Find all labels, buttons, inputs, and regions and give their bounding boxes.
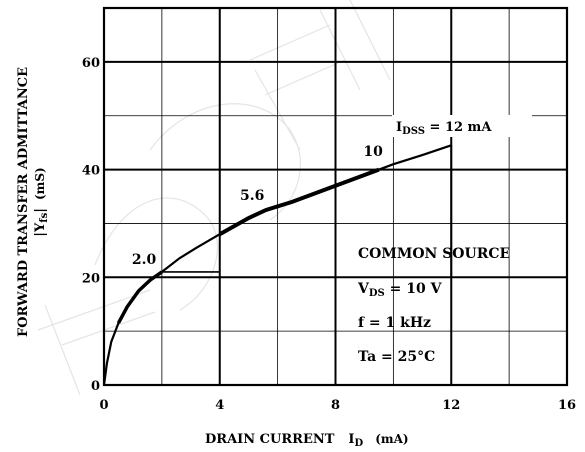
annotations: 2.0 5.6 10 IDSS = 12 mA	[132, 115, 532, 268]
grid	[104, 8, 567, 385]
x-tick-label: 4	[215, 398, 224, 413]
annotation-idss-bg	[392, 115, 532, 137]
transfer-curve-band	[218, 167, 380, 236]
annotation-idss: IDSS = 12 mA	[392, 115, 532, 137]
y-tick-label: 0	[91, 379, 100, 394]
common-source-label: COMMON SOURCE	[358, 246, 510, 262]
plot-frame	[102, 6, 569, 387]
annotation-2-0: 2.0	[132, 252, 157, 268]
annotation-10: 10	[363, 144, 383, 160]
series-group	[102, 144, 453, 386]
conditions-block: COMMON SOURCE VDS = 10 V f = 1 kHz Ta = …	[357, 246, 510, 365]
x-tick-label: 8	[331, 398, 340, 413]
x-tick-label: 16	[558, 398, 576, 413]
tick-labels: 0 4 8 12 16 0 20 40 60	[82, 56, 576, 413]
y-tick-label: 60	[82, 56, 100, 71]
x-tick-label: 12	[442, 398, 460, 413]
y-axis-symbol: |Yfs|(mS)	[33, 167, 50, 236]
y-tick-label: 20	[82, 271, 100, 286]
y-axis-title: FORWARD TRANSFER ADMITTANCE |Yfs|(mS)	[16, 67, 50, 337]
transfer-curve-band	[116, 270, 163, 324]
y-axis-label: FORWARD TRANSFER ADMITTANCE	[16, 67, 31, 337]
annotation-5-6: 5.6	[240, 188, 264, 204]
y-tick-label: 40	[82, 164, 100, 179]
frequency-label: f = 1 kHz	[358, 315, 431, 331]
temperature-label: Ta = 25°C	[358, 349, 435, 365]
axes	[102, 6, 569, 387]
x-tick-label: 0	[99, 398, 108, 413]
vds-label: VDS = 10 V	[357, 281, 443, 299]
annotation-idss-text: IDSS = 12 mA	[396, 120, 492, 137]
